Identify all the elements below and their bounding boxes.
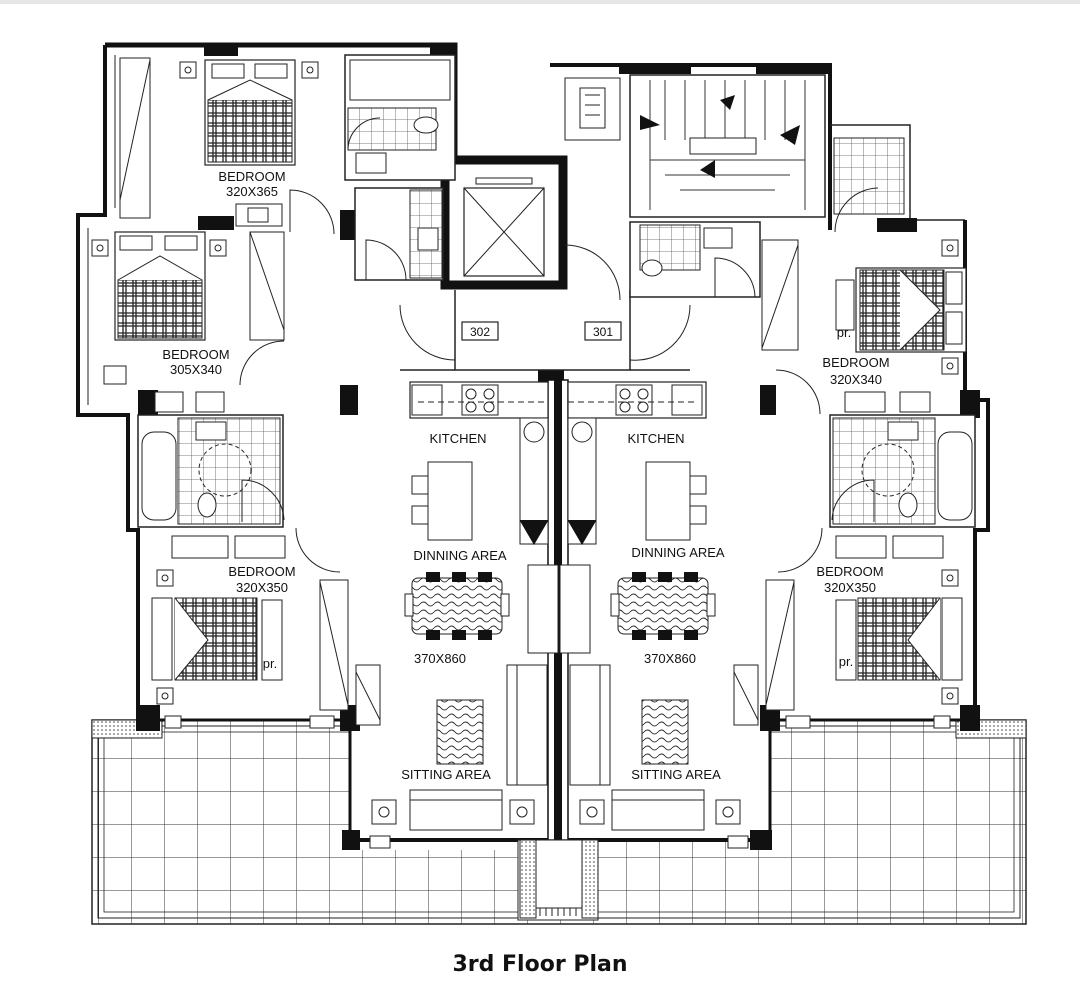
size-bedroom-bottom-left: 320X350: [236, 580, 288, 595]
wc-left: [354, 187, 444, 281]
label-bedroom-bottom-right: BEDROOM: [816, 564, 883, 579]
label-bedroom-middle-left: BEDROOM: [162, 347, 229, 362]
floor-plan-drawing: BEDROOM 320X365 BEDROOM 305X340 BEDROOM …: [76, 42, 1027, 925]
label-sitting-right: SITTING AREA: [631, 767, 721, 782]
landing: [399, 244, 691, 371]
door-bed-top-left: [289, 189, 335, 235]
top-border: [0, 0, 1080, 4]
plan-caption: 3rd Floor Plan: [452, 952, 628, 977]
bathroom-middle-right: [829, 391, 976, 528]
size-bedroom-top-left: 320X365: [226, 184, 278, 199]
kitchen-table-right: [645, 461, 707, 541]
label-pr-top-right: pr.: [837, 325, 851, 340]
bed-bottom-left: [151, 535, 349, 711]
size-bedroom-top-right: 320X340: [830, 372, 882, 387]
unit-label-302: 302: [470, 325, 490, 339]
label-size-living-left: 370X860: [414, 651, 466, 666]
unit-number-302: [461, 321, 499, 341]
kitchen-left: [409, 381, 549, 545]
size-bedroom-bottom-right: 320X350: [824, 580, 876, 595]
label-dining-right: DINNING AREA: [631, 545, 725, 560]
bed-middle-left: [91, 231, 285, 385]
door-bed-bottom-right: [777, 527, 823, 573]
lift-shaft: [440, 155, 568, 290]
sitting-right: [527, 564, 759, 831]
size-bedroom-middle-left: 305X340: [170, 362, 222, 377]
label-size-living-right: 370X860: [644, 651, 696, 666]
door-bed-middle-left: [239, 340, 285, 386]
label-pr-left: pr.: [263, 656, 277, 671]
bottom-center-divider: [517, 839, 599, 921]
label-kitchen-right: KITCHEN: [627, 431, 684, 446]
terrace-windows: [164, 715, 951, 849]
bed-top-left: [179, 59, 319, 166]
label-kitchen-left: KITCHEN: [429, 431, 486, 446]
label-pr-bottom-right: pr.: [839, 654, 853, 669]
unit-number-301: [584, 321, 622, 341]
label-bedroom-top-left: BEDROOM: [218, 169, 285, 184]
sitting-left: [355, 664, 548, 831]
wheelchair-lift: [564, 77, 621, 141]
wardrobe-top-left: [119, 57, 151, 219]
kitchen-table-left: [411, 461, 473, 541]
bed-bottom-right: [765, 535, 963, 711]
label-sitting-left: SITTING AREA: [401, 767, 491, 782]
bathroom-middle-left: [137, 391, 285, 528]
label-bedroom-top-right: BEDROOM: [822, 355, 889, 370]
bed-top-right: [761, 137, 967, 375]
unit-label-301: 301: [593, 325, 613, 339]
labels: BEDROOM 320X365 BEDROOM 305X340 BEDROOM …: [162, 169, 889, 782]
dining-table-left: [404, 572, 510, 640]
kitchen-right: [567, 381, 707, 545]
desk-top-left: [235, 203, 283, 227]
dining-table-right: [610, 572, 716, 640]
bathroom-top-left: [344, 54, 456, 181]
label-dining-left: DINNING AREA: [413, 548, 507, 563]
door-bed-bottom-left: [295, 527, 341, 573]
staircase: [629, 74, 826, 218]
wc-right: [629, 221, 761, 298]
label-bedroom-bottom-left: BEDROOM: [228, 564, 295, 579]
door-bed-top-right: [775, 369, 821, 415]
